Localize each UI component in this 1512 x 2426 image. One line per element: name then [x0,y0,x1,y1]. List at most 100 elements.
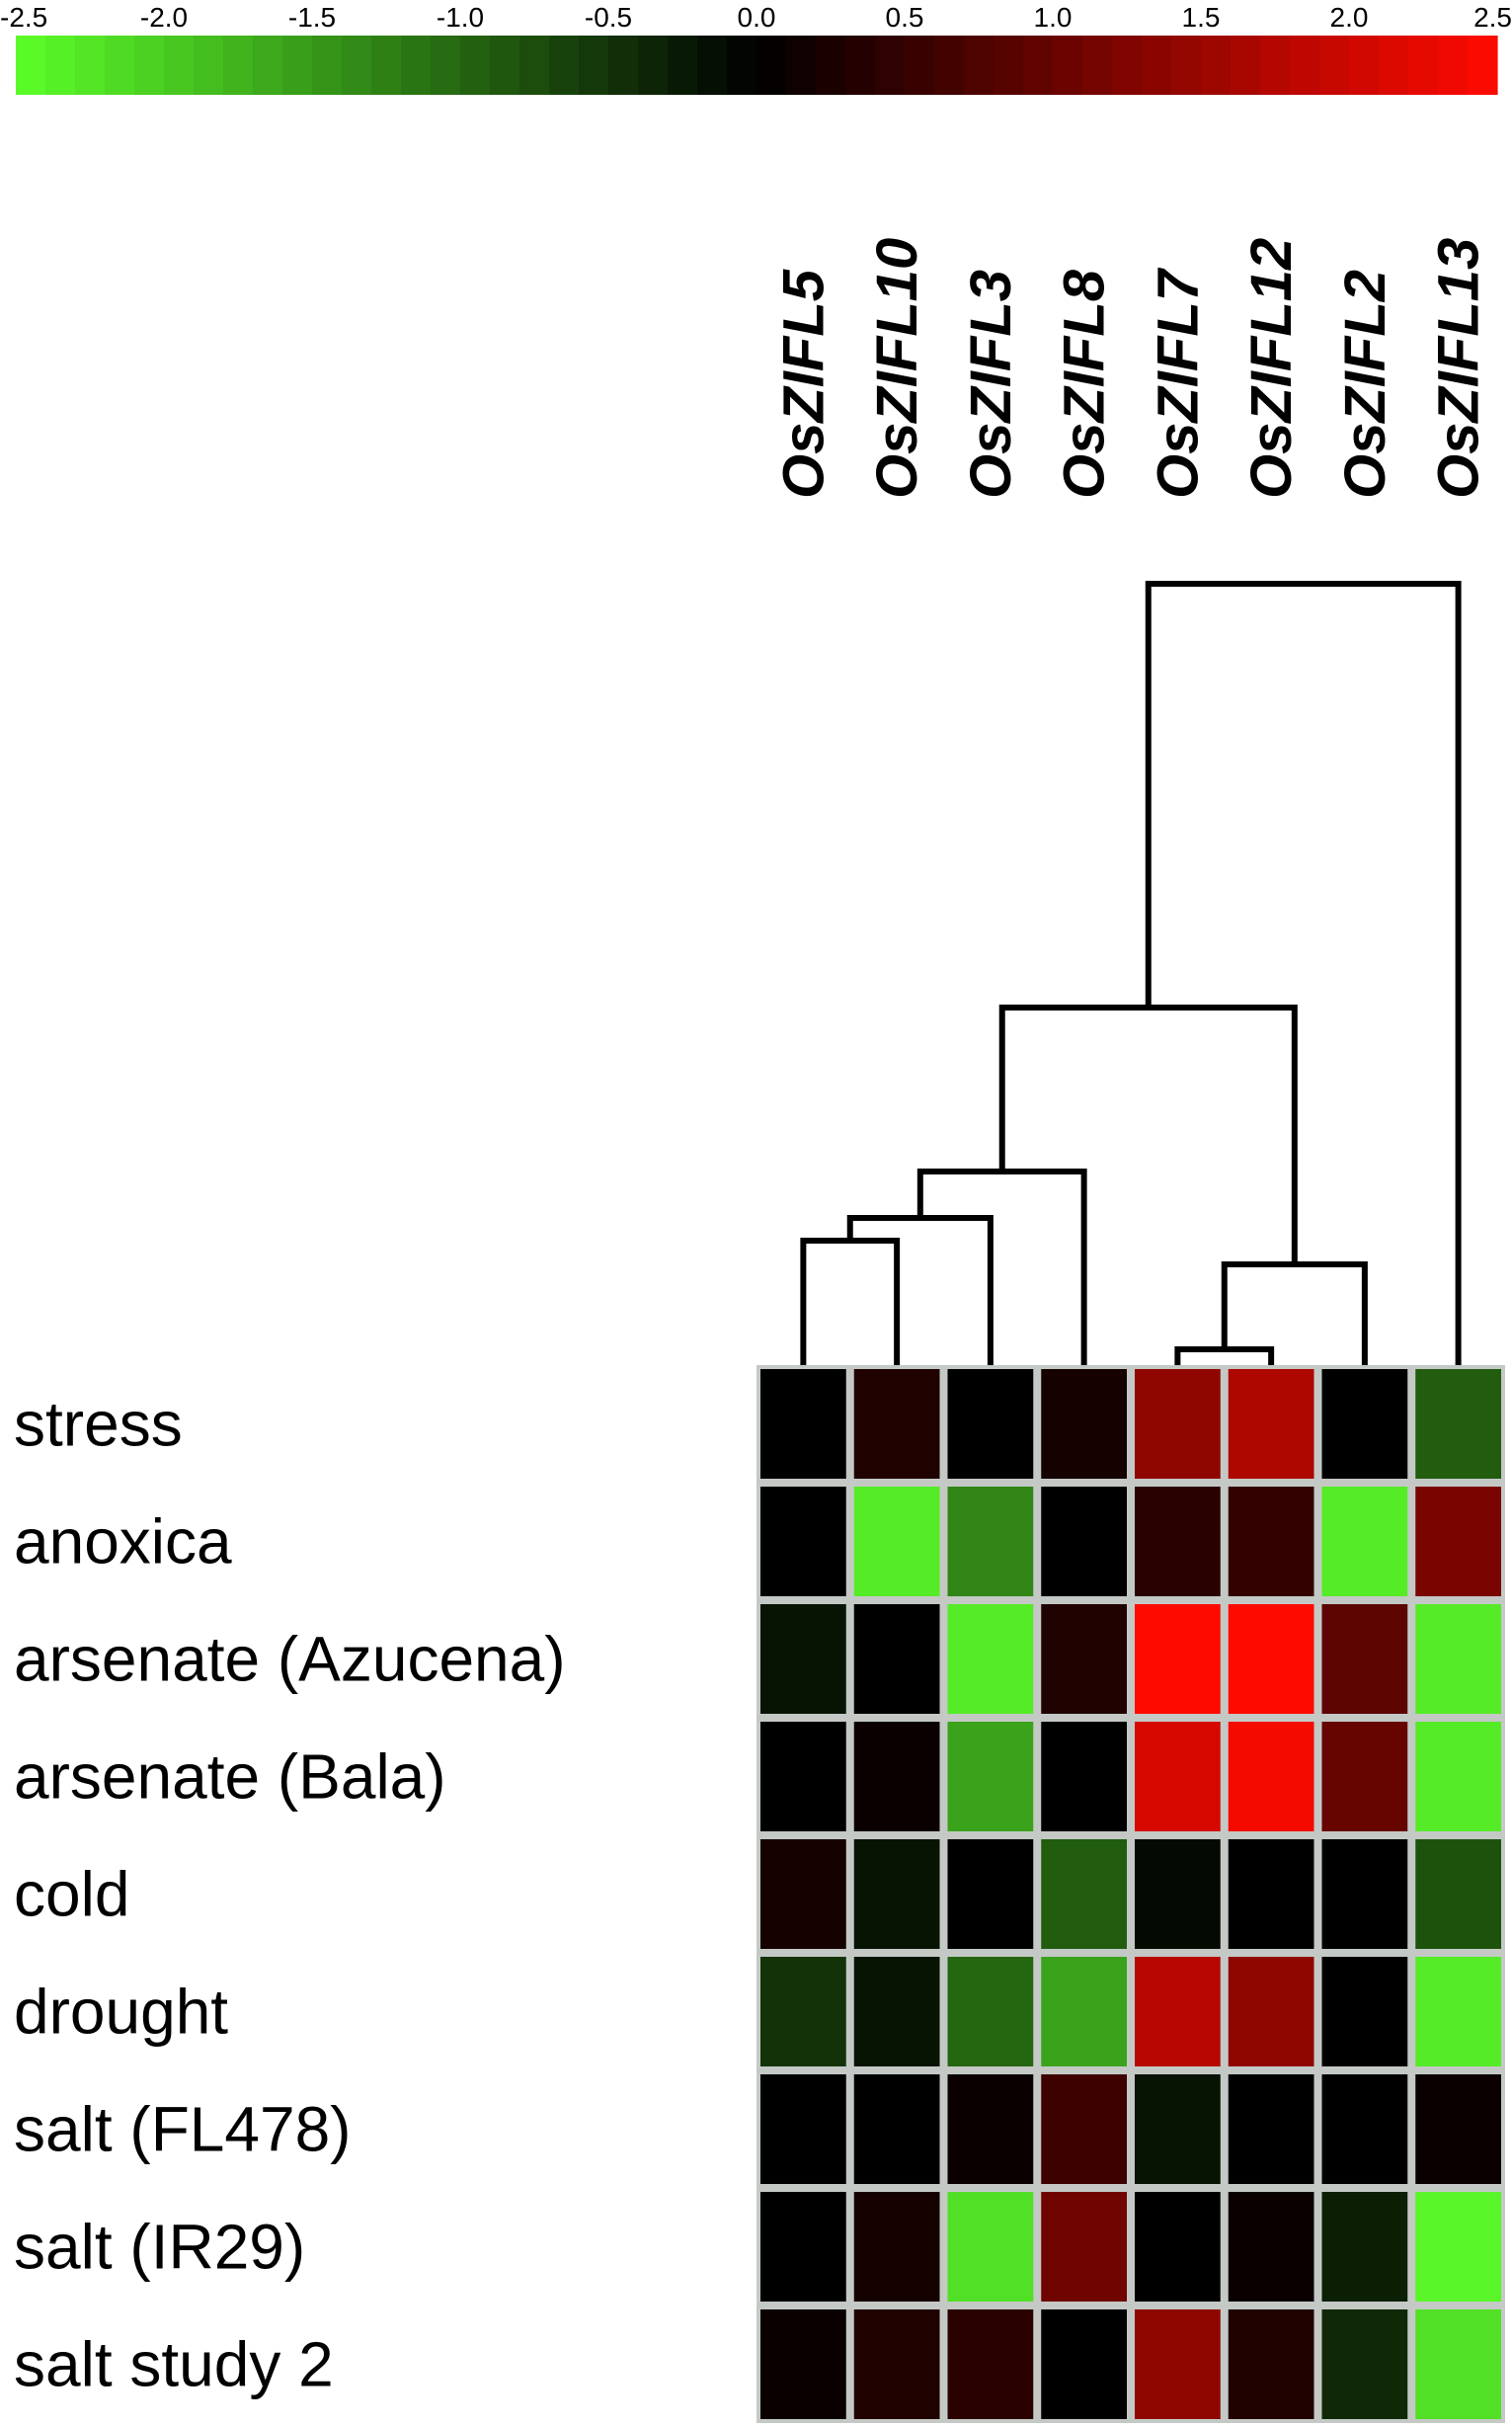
heatmap-cell [853,2192,940,2302]
color-scale-segment [638,36,669,95]
heatmap-cell [1041,1604,1127,1714]
heatmap-cell [1135,1369,1221,1479]
color-scale-segment [312,36,343,95]
color-scale-segment [697,36,728,95]
heatmap-cell [1135,2192,1221,2302]
heatmap-cell [760,1957,846,2066]
color-scale-segment [401,36,432,95]
heatmap-cell [947,1604,1034,1714]
color-scale-segment [1379,36,1409,95]
color-scale-segment [1231,36,1261,95]
color-scale-segment [1290,36,1320,95]
heatmap-cell [1041,2309,1127,2419]
row-label: salt (FL478) [14,2094,351,2165]
color-scale-tick-label: 2.0 [1330,2,1369,33]
heatmap-cell [1321,1604,1408,1714]
color-scale-segment [1201,36,1232,95]
color-scale-segment [253,36,283,95]
color-scale-segment [816,36,846,95]
color-scale-segment [934,36,965,95]
color-scale-segment [1082,36,1113,95]
color-scale-segment [1349,36,1380,95]
heatmap-cell [853,1369,940,1479]
color-scale-segment [75,36,106,95]
heatmap-cell [1415,1839,1501,1949]
color-scale-tick-label: -2.5 [0,2,47,33]
heatmap-cell [1041,1722,1127,1831]
heatmap-cell [853,1487,940,1596]
dendrogram-branch [1145,581,1462,1365]
heatmap-cell [947,1369,1034,1479]
color-scale-segment [845,36,876,95]
heatmap-cell [760,2309,846,2419]
color-scale-segment [608,36,639,95]
heatmap-cell [1041,2192,1127,2302]
heatmap-cell [1321,1487,1408,1596]
color-scale-segment [490,36,520,95]
heatmap-cell [1321,1369,1408,1479]
color-scale-segment [1171,36,1202,95]
heatmap-cell [1321,1839,1408,1949]
color-scale-segment [342,36,372,95]
heatmap-cell [853,1604,940,1714]
heatmap-cell [1135,1722,1221,1831]
heatmap-cell [1321,1957,1408,2066]
column-label: OsZIFL5 [771,269,836,499]
heatmap-cell [1135,2309,1221,2419]
heatmap-cell [1135,1839,1221,1949]
column-label: OsZIFL10 [865,238,929,499]
heatmap-cell [1321,2074,1408,2184]
heatmap-cell [1415,2192,1501,2302]
heatmap-cell [760,1369,846,1479]
color-scale-segment [1053,36,1083,95]
row-label: arsenate (Bala) [14,1741,446,1813]
color-scale-segment [1112,36,1143,95]
heatmap-grid [756,1365,1505,2423]
heatmap-cell [1135,2074,1221,2184]
color-scale-segment [964,36,995,95]
color-scale-segment [164,36,195,95]
color-scale-segment [223,36,254,95]
color-scale-tick-label: -1.0 [437,2,484,33]
color-scale-tick-label: 1.0 [1034,2,1073,33]
column-label: OsZIFL3 [959,270,1023,499]
color-scale-segment [134,36,165,95]
color-scale-segment [1468,36,1498,95]
heatmap-cell [1228,2309,1314,2419]
color-scale-segment [756,36,787,95]
heatmap-cell [853,2309,940,2419]
color-scale-segment [875,36,906,95]
heatmap-cell [1415,1369,1501,1479]
heatmap-cell [1041,1957,1127,2066]
color-scale-tick-label: 1.5 [1182,2,1221,33]
color-scale-tick-label: -1.5 [288,2,336,33]
heatmap-cell [1228,1369,1314,1479]
color-scale-segment [282,36,313,95]
heatmap-cell [760,1487,846,1596]
heatmap-cell [1228,1487,1314,1596]
color-scale-segment [1319,36,1350,95]
color-scale-segment [1408,36,1439,95]
heatmap-cell [1228,1722,1314,1831]
row-label: cold [14,1859,129,1930]
heatmap-cell [1321,2309,1408,2419]
heatmap-cell [1415,1487,1501,1596]
color-scale-segment [786,36,817,95]
heatmap-cell [1228,1957,1314,2066]
dendrogram-branch [998,1005,1298,1264]
column-label: OsZIFL12 [1239,238,1304,499]
row-label: salt study 2 [14,2329,334,2400]
color-scale-segment [668,36,698,95]
heatmap-cell [760,1722,846,1831]
heatmap-cell [1135,1487,1221,1596]
column-label: OsZIFL2 [1333,270,1397,499]
color-scale-tick-label: 0.0 [738,2,776,33]
heatmap-cell [853,2074,940,2184]
row-label: stress [14,1389,183,1460]
heatmap-cell [1041,1369,1127,1479]
heatmap-cell [1228,1604,1314,1714]
heatmap-cell [1228,2192,1314,2302]
